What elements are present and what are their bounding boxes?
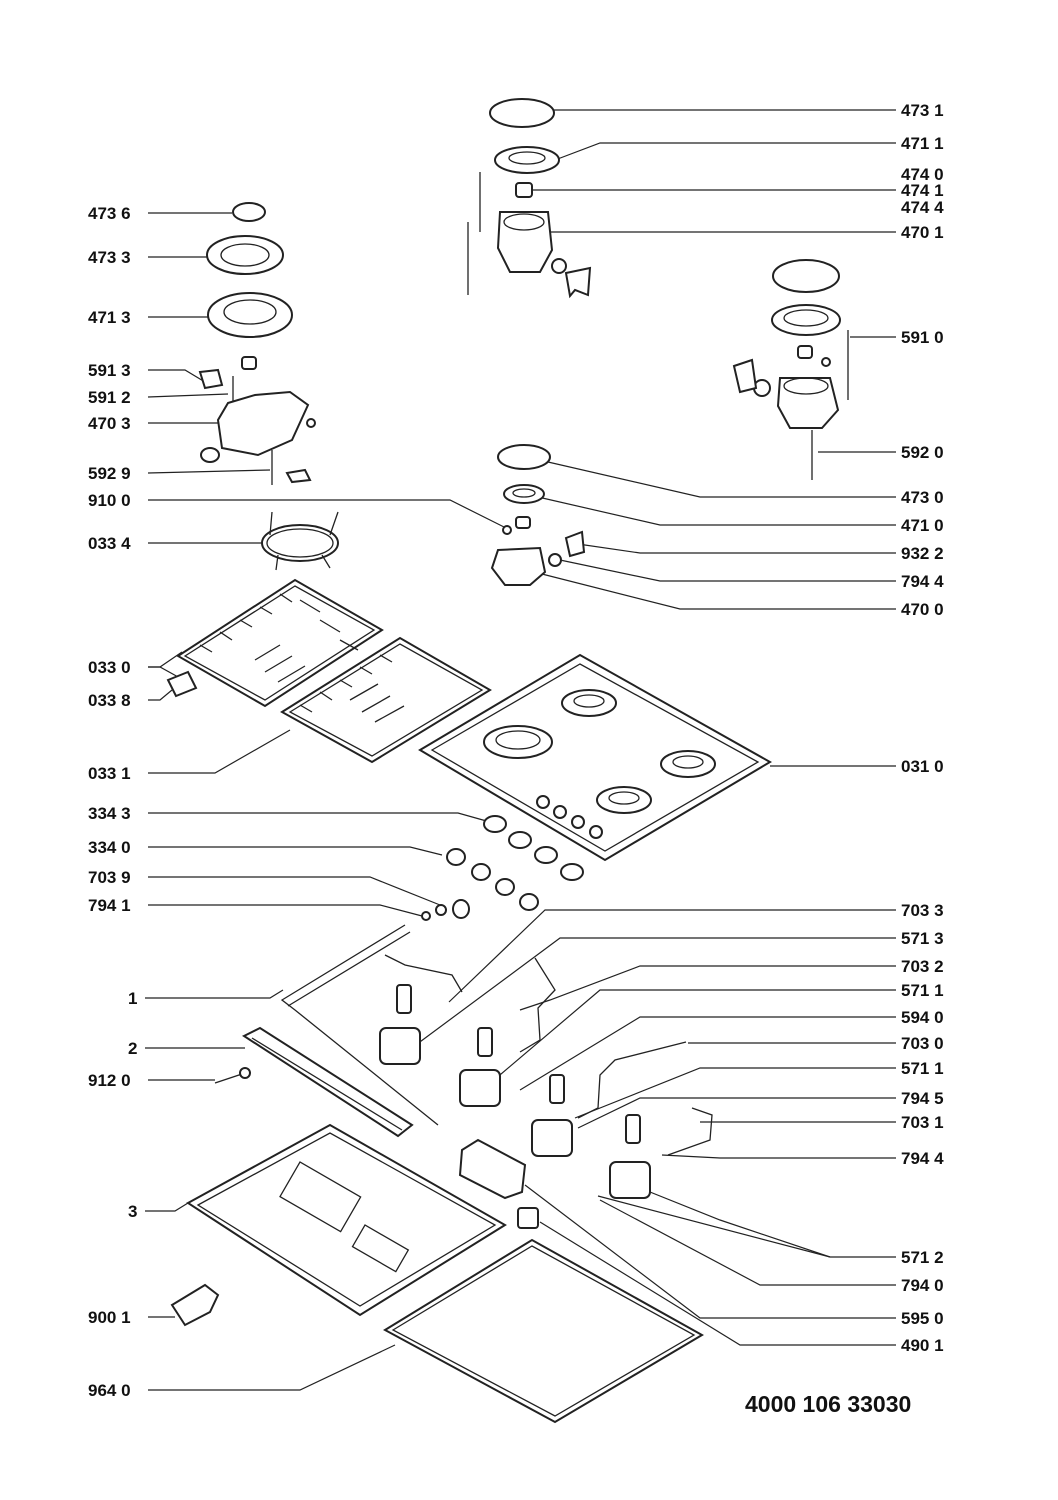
label-470-0: 470 0 xyxy=(901,600,944,619)
label-033-1: 033 1 xyxy=(88,764,131,783)
label-703-3: 703 3 xyxy=(901,901,944,920)
label-334-3: 334 3 xyxy=(88,804,131,823)
knobs xyxy=(446,815,584,911)
label-910-0: 910 0 xyxy=(88,491,131,510)
diagram-number: 4000 106 33030 xyxy=(745,1391,911,1417)
top-center-burner-group xyxy=(467,98,592,299)
label-334-0: 334 0 xyxy=(88,838,131,857)
label-473-3: 473 3 xyxy=(88,248,131,267)
right-labels: 473 1 471 1 474 0 474 1 474 4 470 1 591 … xyxy=(901,101,944,1355)
label-794-1: 794 1 xyxy=(88,896,131,915)
label-571-2: 571 2 xyxy=(901,1248,944,1267)
center-small-burner-group xyxy=(490,444,586,586)
label-571-1-lower: 571 1 xyxy=(901,1059,944,1078)
label-473-6: 473 6 xyxy=(88,204,131,223)
label-3: 3 xyxy=(128,1202,137,1221)
left-large-burner-group xyxy=(198,202,316,485)
wok-ring xyxy=(261,511,339,571)
label-033-8: 033 8 xyxy=(88,691,131,710)
label-2: 2 xyxy=(128,1039,137,1058)
label-703-1: 703 1 xyxy=(901,1113,944,1132)
label-591-2: 591 2 xyxy=(88,388,131,407)
label-033-0: 033 0 xyxy=(88,658,131,677)
label-473-0: 473 0 xyxy=(901,488,944,507)
label-470-3: 470 3 xyxy=(88,414,131,433)
rail xyxy=(241,1026,414,1138)
left-labels: 473 6 473 3 471 3 591 3 591 2 470 3 592 … xyxy=(88,204,137,1400)
label-571-1-upper: 571 1 xyxy=(901,981,944,1000)
label-474-4: 474 4 xyxy=(901,198,944,217)
gas-pipe xyxy=(280,924,463,1126)
label-703-9: 703 9 xyxy=(88,868,131,887)
label-471-3: 471 3 xyxy=(88,308,131,327)
label-794-0: 794 0 xyxy=(901,1276,944,1295)
label-471-0: 471 0 xyxy=(901,516,944,535)
label-900-1: 900 1 xyxy=(88,1308,131,1327)
label-591-3: 591 3 xyxy=(88,361,131,380)
pan-supports xyxy=(166,578,492,764)
label-473-1: 473 1 xyxy=(901,101,944,120)
valves xyxy=(379,957,713,1199)
label-474-1: 474 1 xyxy=(901,181,944,200)
seal xyxy=(382,1238,705,1424)
clamp xyxy=(170,1283,220,1327)
ignition-module xyxy=(458,1138,539,1229)
label-964-0: 964 0 xyxy=(88,1381,131,1400)
label-1: 1 xyxy=(128,989,137,1008)
label-592-0: 592 0 xyxy=(901,443,944,462)
label-595-0: 595 0 xyxy=(901,1309,944,1328)
label-470-1: 470 1 xyxy=(901,223,944,242)
label-471-1: 471 1 xyxy=(901,134,944,153)
label-031-0: 031 0 xyxy=(901,757,944,776)
base-tray xyxy=(186,1123,507,1317)
label-703-0: 703 0 xyxy=(901,1034,944,1053)
label-794-5: 794 5 xyxy=(901,1089,944,1108)
label-912-0: 912 0 xyxy=(88,1071,131,1090)
label-571-3: 571 3 xyxy=(901,929,944,948)
screw xyxy=(214,1067,251,1084)
right-small-burner-group xyxy=(732,259,849,480)
label-594-0: 594 0 xyxy=(901,1008,944,1027)
leader-lines xyxy=(145,109,896,1391)
hob-top xyxy=(418,653,772,862)
label-490-1: 490 1 xyxy=(901,1336,944,1355)
label-932-2: 932 2 xyxy=(901,544,944,563)
label-474-0: 474 0 xyxy=(901,165,944,184)
fittings xyxy=(421,899,470,921)
label-703-2: 703 2 xyxy=(901,957,944,976)
label-591-0: 591 0 xyxy=(901,328,944,347)
label-794-4-lower: 794 4 xyxy=(901,1149,944,1168)
label-033-4: 033 4 xyxy=(88,534,131,553)
label-794-4-upper: 794 4 xyxy=(901,572,944,591)
label-592-9: 592 9 xyxy=(88,464,131,483)
